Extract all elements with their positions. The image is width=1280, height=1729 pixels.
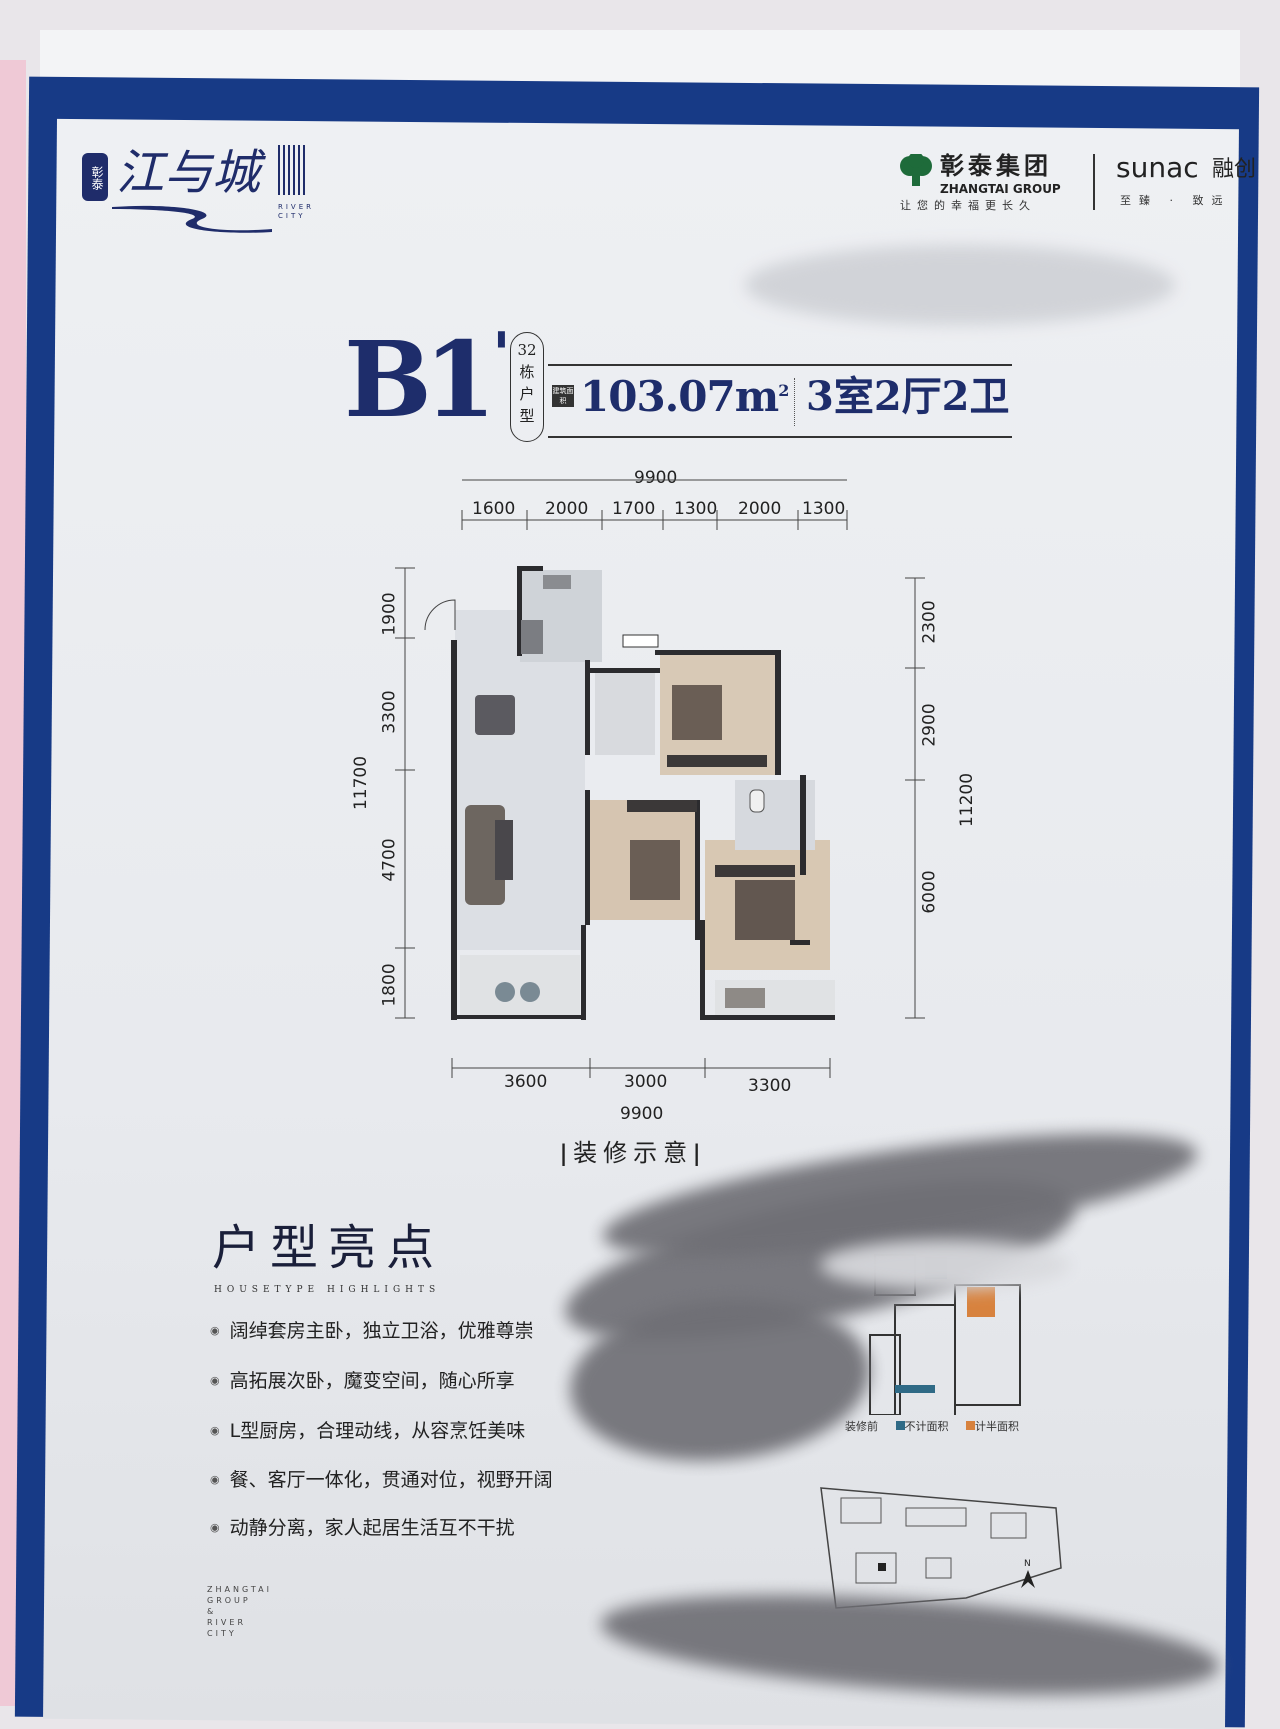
dim-bottom: 3000 (624, 1072, 668, 1092)
highlight-item: L型厨房，合理动线，从容烹饪美味 (210, 1418, 526, 1444)
site-plan: N (820, 1487, 1062, 1609)
rule-bottom (548, 436, 1012, 438)
tree-icon (900, 154, 932, 186)
area-tag: 建筑面积 (552, 385, 574, 407)
logo-name: 江与城 (116, 145, 261, 201)
zhangtai-seal: 彰泰 (82, 153, 108, 201)
rule-top (548, 364, 1012, 366)
unit-area: 103.07m2 (580, 372, 789, 421)
zhangtai-slogan: 让您的幸福更长久 (900, 199, 1036, 212)
divider (1093, 154, 1095, 210)
dim-top: 2000 (545, 499, 589, 519)
dim-bottom: 3600 (504, 1072, 548, 1092)
highlights-title: 户型亮点 (212, 1220, 445, 1276)
highlight-item: 高拓展次卧，魔变空间，随心所享 (210, 1368, 515, 1394)
sunac-en: sunac (1116, 151, 1199, 184)
sunac-cn: 融创 (1212, 157, 1257, 182)
dim-top: 1300 (802, 499, 846, 519)
dim-top: 1700 (612, 499, 656, 519)
dim-top-total: 9900 (634, 468, 678, 488)
separator (794, 378, 795, 426)
dim-top: 2000 (738, 499, 782, 519)
dim-bottom-total: 9900 (620, 1104, 664, 1124)
dim-bottom: 3300 (748, 1076, 792, 1096)
sunac-slogan: 至臻 · 致远 (1120, 194, 1231, 207)
highlight-item: 阔绰套房主卧，独立卫浴，优雅尊崇 (210, 1318, 534, 1344)
dim-right-total: 11200 (957, 772, 978, 828)
logo-bars-icon (278, 145, 308, 195)
dim-top: 1600 (472, 499, 516, 519)
scribble-mask (820, 1240, 1070, 1290)
unit-layout: 3室2厅2卫 (806, 373, 1010, 420)
dim-left-total: 11700 (351, 755, 372, 811)
logo-en: RIVER CITY (278, 203, 315, 220)
decoration-caption: ǀ装修示意ǀ (560, 1139, 707, 1167)
highlight-item: 餐、客厅一体化，贯通对位，视野开阔 (210, 1467, 553, 1493)
floor-plan (395, 479, 925, 1078)
highlights-subtitle: HOUSETYPE HIGHLIGHTS (214, 1285, 441, 1295)
unit-code: B1' (344, 318, 511, 441)
zhangtai-en: ZHANGTAI GROUP (940, 182, 1061, 196)
zhangtai-cn: 彰泰集团 (940, 152, 1052, 180)
highlight-item: 动静分离，家人起居生活互不干扰 (210, 1515, 515, 1541)
river-swoosh-icon (112, 205, 272, 233)
dim-top: 1300 (674, 499, 718, 519)
compass-n: N (1024, 1559, 1031, 1569)
keyplan-legend: 装修前 不计面积 计半面积 (845, 1420, 1019, 1433)
blur-mask (745, 245, 1175, 325)
